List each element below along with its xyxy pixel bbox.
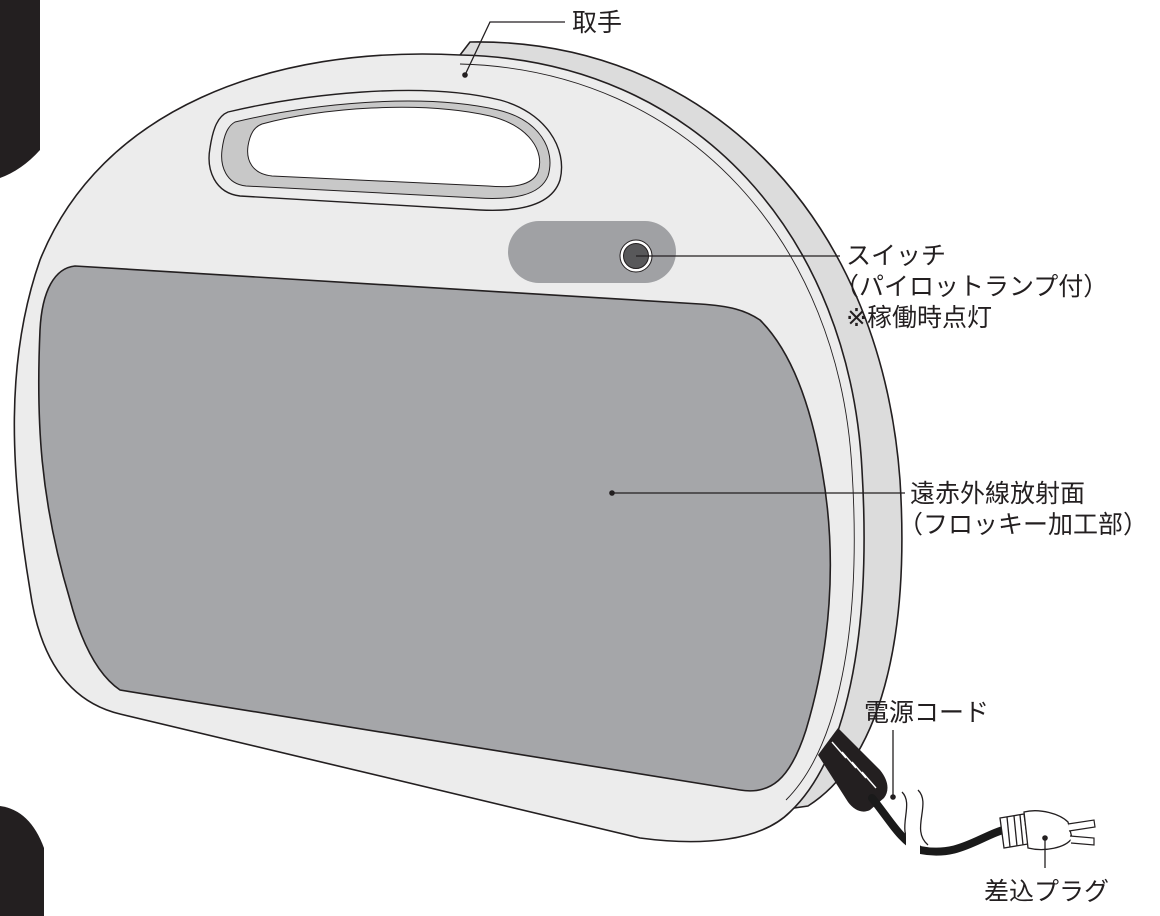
cord-break-mark-2 xyxy=(917,789,929,846)
handle-opening xyxy=(247,106,541,188)
label-power-cord: 電源コード xyxy=(864,698,990,727)
label-surface-flocking: （フロッキー加工部） xyxy=(898,510,1149,539)
plug-prong-bottom xyxy=(1069,835,1095,846)
left-edge-shape-top xyxy=(0,0,40,178)
cord-strain-relief xyxy=(818,728,888,812)
cord-break-gap xyxy=(906,830,920,858)
far-infrared-panel xyxy=(37,265,832,792)
leader-dots xyxy=(462,72,1048,841)
plug-body xyxy=(1023,810,1073,851)
heater-body-inner-line xyxy=(459,63,855,801)
label-switch-group: スイッチ （パイロットランプ付） ※稼働時点灯 xyxy=(834,240,1108,333)
leader-lines xyxy=(464,21,1046,868)
label-switch-note: ※稼働時点灯 xyxy=(846,303,992,332)
label-surface-group: 遠赤外線放射面 （フロッキー加工部） xyxy=(898,478,1148,540)
strain-relief-ridges xyxy=(831,741,877,789)
plug xyxy=(999,810,1096,851)
left-edge-shape-bottom xyxy=(0,806,44,916)
leader-handle xyxy=(464,21,565,76)
power-cord xyxy=(868,794,1014,856)
plug-prong-top xyxy=(1067,819,1096,832)
label-handle: 取手 xyxy=(572,8,623,37)
label-switch-pilot-lamp: （パイロットランプ付） xyxy=(834,272,1109,301)
label-switch: スイッチ xyxy=(846,241,947,270)
label-plug: 差込プラグ xyxy=(984,877,1110,906)
label-surface: 遠赤外線放射面 xyxy=(910,479,1086,508)
